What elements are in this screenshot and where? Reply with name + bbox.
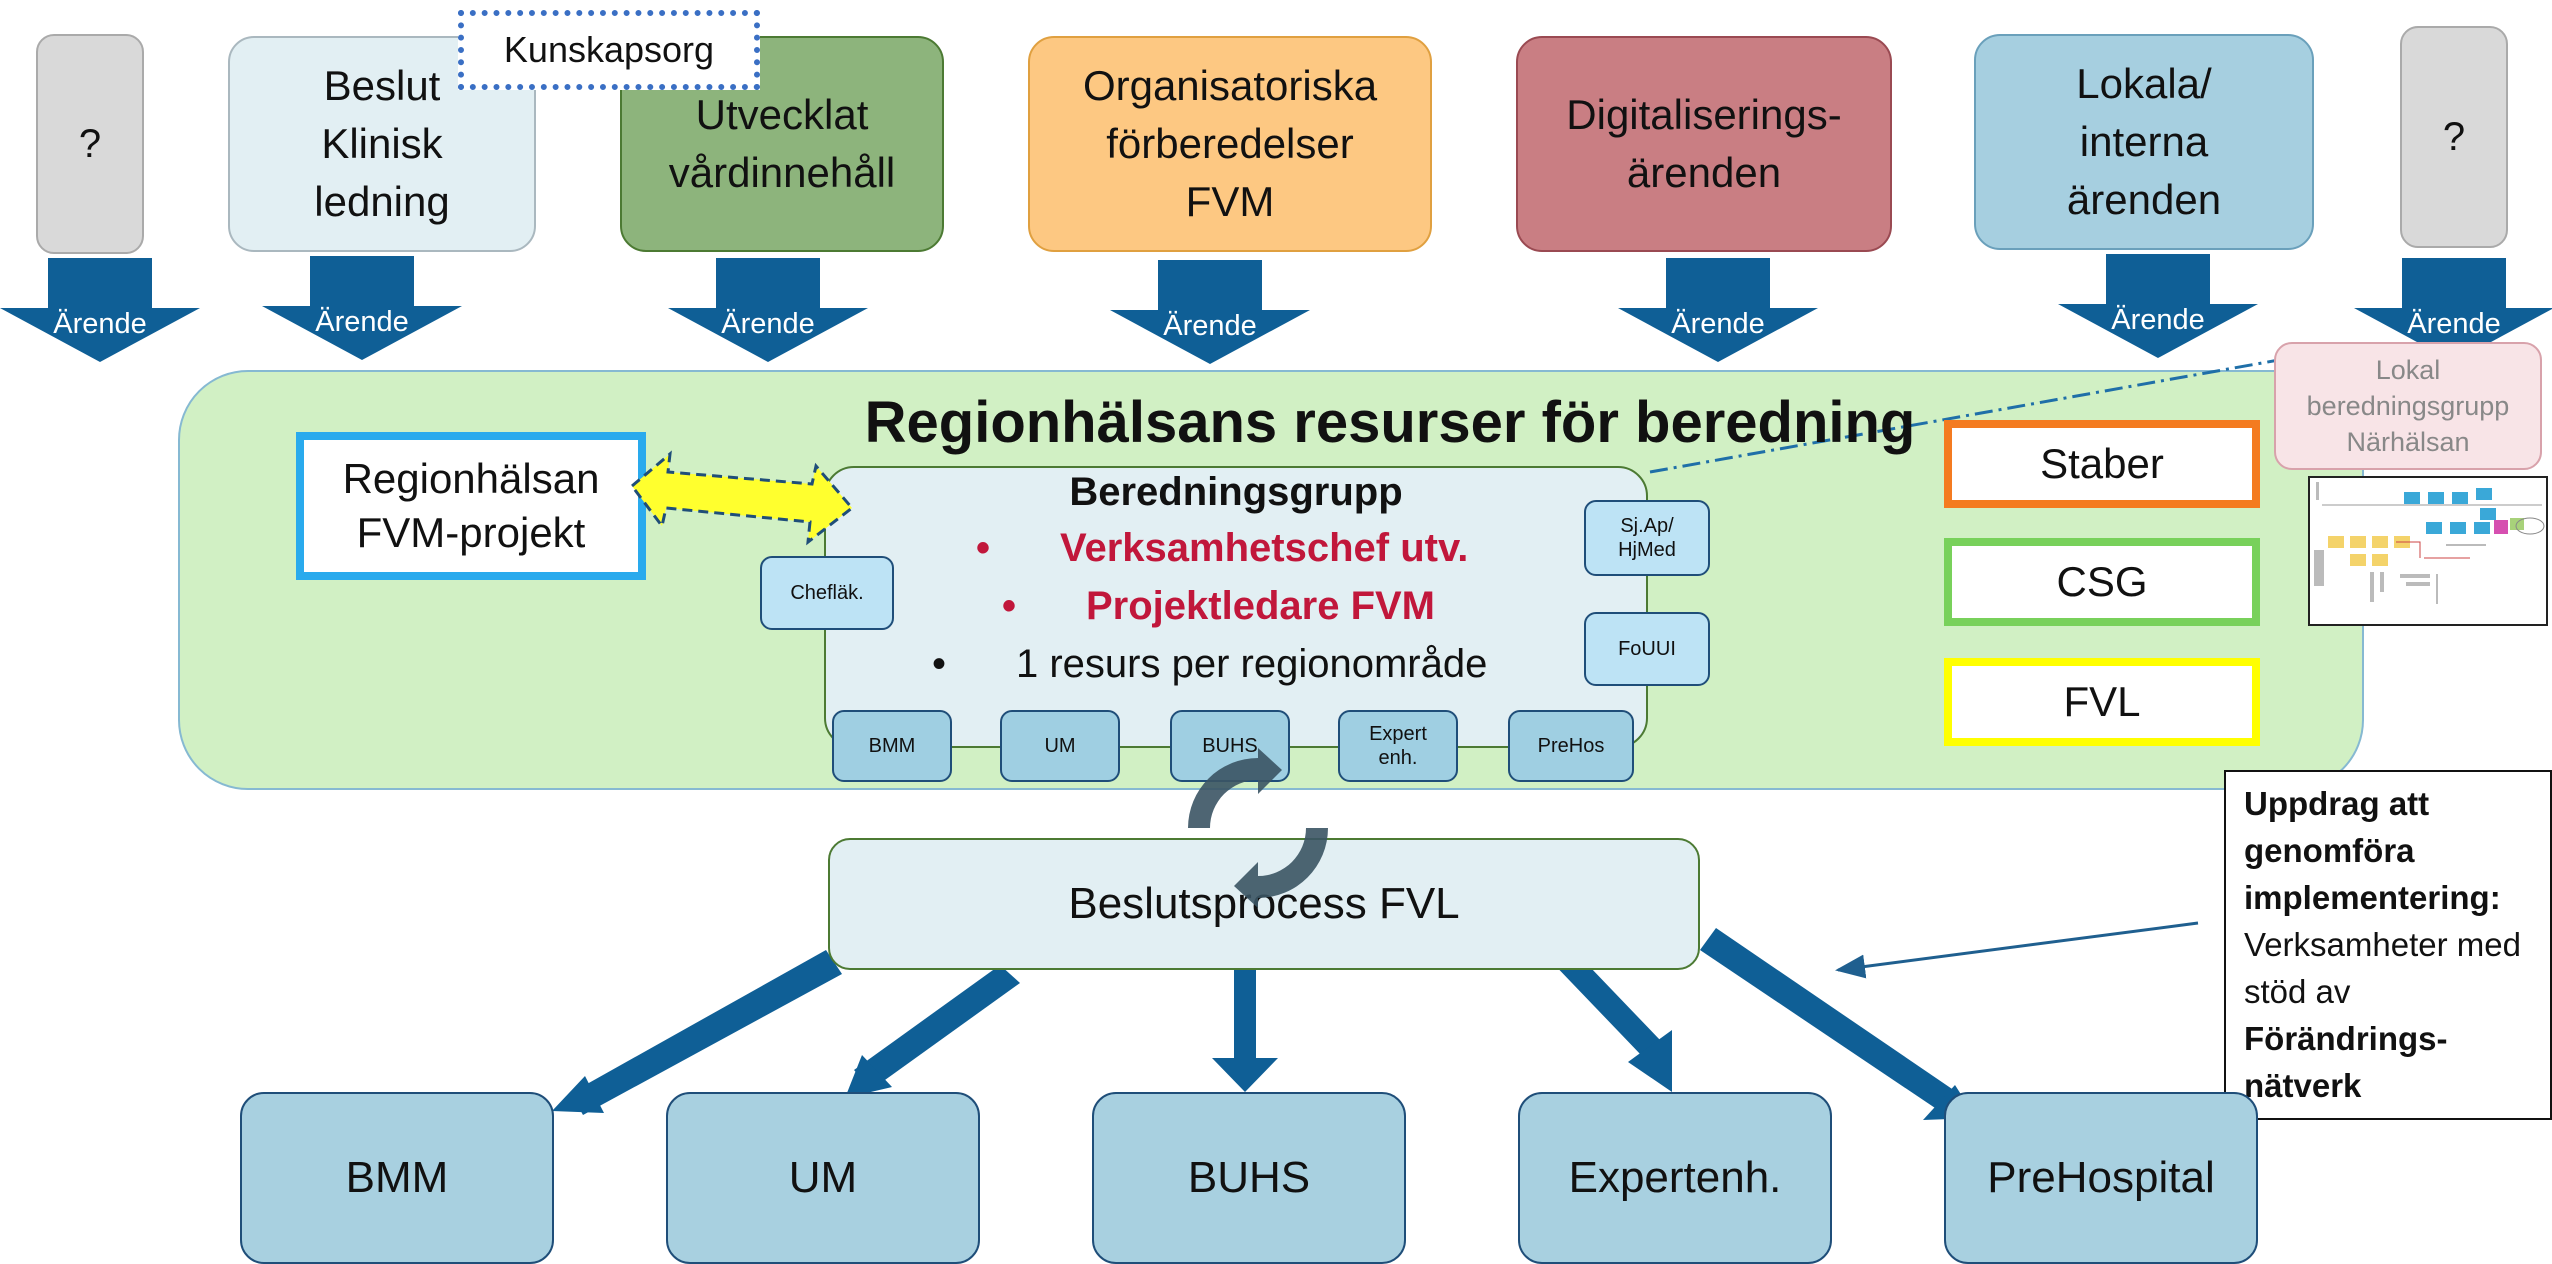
beredningsgrupp-item-2: •Projektledare FVM <box>1002 578 1562 634</box>
lokal-link-line <box>1649 356 2291 474</box>
fan-arrow-expert <box>1548 942 1672 1092</box>
uppdrag-pointer-arrow <box>1835 921 2199 979</box>
refresh-cycle-icon <box>1188 748 1328 908</box>
chip-prehos: PreHos <box>1508 710 1634 782</box>
arende-label: Ärende <box>2111 304 2205 336</box>
chip-sjap-hjmed: Sj.Ap/ HjMed <box>1584 500 1710 576</box>
arende-label: Ärende <box>2407 308 2501 340</box>
chip-bmm: BMM <box>832 710 952 782</box>
beslutsprocess-box: Beslutsprocess FVL <box>828 838 1700 970</box>
unit-expertenh: Expertenh. <box>1518 1092 1832 1264</box>
resources-title: Regionhälsans resurser för beredning <box>864 390 1916 455</box>
thumbnail-flowchart <box>2308 476 2548 626</box>
kunskapsorg-label: Kunskapsorg <box>458 10 760 90</box>
fan-arrow-buhs <box>1212 965 1278 1092</box>
arende-arrow-5: Ärende <box>1618 258 1818 362</box>
source-question-right: ? <box>2400 26 2508 248</box>
arende-arrow-6: Ärende <box>2058 254 2258 358</box>
beredningsgrupp-title: Beredningsgrupp <box>1069 470 1403 514</box>
uppdrag-bold-text-2: Förändrings-nätverk <box>2244 1020 2448 1104</box>
unit-um: UM <box>666 1092 980 1264</box>
chip-chefslakare: Chefläk. <box>760 556 894 630</box>
arende-arrow-2: Ärende <box>262 256 462 360</box>
beredningsgrupp-item-3: •1 resurs per regionområde <box>932 636 1582 692</box>
arende-label: Ärende <box>315 306 409 338</box>
bullet: • <box>976 526 991 570</box>
double-arrow <box>630 450 854 546</box>
arende-label: Ärende <box>721 308 815 340</box>
fvl-box: FVL <box>1944 658 2260 746</box>
thumbnail-flowchart-drawing <box>2314 482 2545 604</box>
fvm-project-box: Regionhälsan FVM-projekt <box>296 432 646 580</box>
source-question-left: ? <box>36 34 144 254</box>
unit-prehospital: PreHospital <box>1944 1092 2258 1264</box>
uppdrag-box: Uppdrag att genomföra implementering: Ve… <box>2224 770 2552 1120</box>
bullet: • <box>932 642 947 686</box>
arende-label: Ärende <box>1671 308 1765 340</box>
chip-expert-enh: Expert enh. <box>1338 710 1458 782</box>
chip-fouui: FoUUI <box>1584 612 1710 686</box>
uppdrag-normal-text: Verksamheter med stöd av <box>2244 926 2521 1010</box>
fan-arrow-bmm <box>552 950 842 1115</box>
unit-buhs: BUHS <box>1092 1092 1406 1264</box>
arende-arrow-4: Ärende <box>1110 260 1310 364</box>
arende-arrow-1: Ärende <box>0 258 200 362</box>
uppdrag-bold-text: Uppdrag att genomföra implementering: <box>2244 785 2501 916</box>
chip-um: UM <box>1000 710 1120 782</box>
csg-box: CSG <box>1944 538 2260 626</box>
arende-arrow-7: Ärende <box>2354 258 2552 362</box>
arende-arrow-3: Ärende <box>668 258 868 362</box>
source-lokala-interna: Lokala/ interna ärenden <box>1974 34 2314 250</box>
source-organisatoriska: Organisatoriska förberedelser FVM <box>1028 36 1432 252</box>
staber-box: Staber <box>1944 420 2260 508</box>
arende-label: Ärende <box>1163 310 1257 342</box>
arende-label: Ärende <box>53 308 147 340</box>
beredningsgrupp-item-1: •Verksamhetschef utv. <box>976 520 1556 576</box>
bullet: • <box>1002 584 1017 628</box>
beredningsgrupp-box <box>824 466 1648 748</box>
source-digitalisering: Digitaliserings- ärenden <box>1516 36 1892 252</box>
fan-arrow-um <box>845 965 1020 1098</box>
lokal-beredningsgrupp-box: Lokal beredningsgrupp Närhälsan <box>2274 342 2542 470</box>
unit-bmm: BMM <box>240 1092 554 1264</box>
